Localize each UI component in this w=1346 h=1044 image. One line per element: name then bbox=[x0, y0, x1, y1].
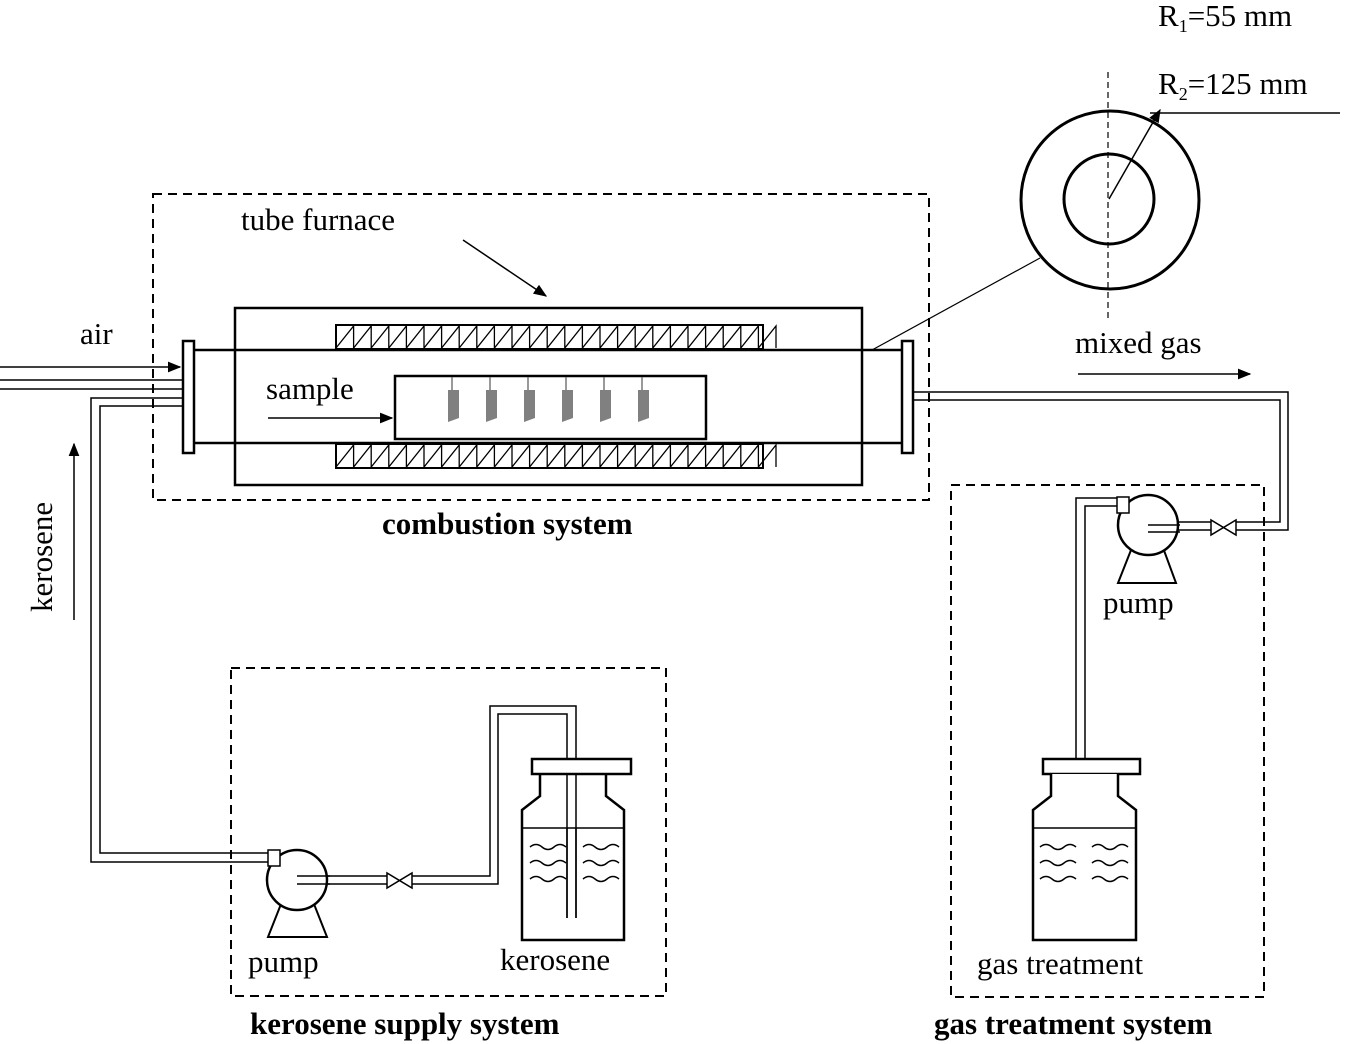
inlet-flange bbox=[181, 339, 196, 455]
outer-circle bbox=[1019, 109, 1201, 291]
sample-pieces bbox=[448, 377, 649, 422]
sample-holder bbox=[393, 374, 708, 441]
tube-furnace-label: tube furnace bbox=[241, 202, 395, 237]
kerosene-supply-system-label: kerosene supply system bbox=[250, 1006, 560, 1041]
radius2-label: R2=125 mm bbox=[1158, 66, 1308, 104]
sample-piece bbox=[524, 390, 535, 422]
air-label: air bbox=[80, 316, 113, 351]
kerosene-feed-pipe-inner bbox=[99, 405, 268, 854]
kerosene-flow-label: kerosene bbox=[24, 502, 59, 612]
combustion-system-boundary bbox=[152, 193, 930, 501]
tube-furnace-pointer-arrow bbox=[462, 239, 548, 297]
kerosene-supply-pump-icon bbox=[265, 848, 330, 938]
lower-heating-coil bbox=[335, 443, 777, 469]
combustion-system-label: combustion system bbox=[382, 506, 633, 541]
kerosene-supply-system-boundary bbox=[230, 667, 667, 997]
sample-piece bbox=[638, 390, 649, 422]
gas-treatment-system-boundary bbox=[950, 484, 1265, 998]
kerosene-supply-pipe-outer bbox=[412, 713, 568, 885]
sample-piece bbox=[448, 390, 459, 422]
gas-treatment-valve-icon bbox=[1210, 518, 1237, 537]
inner-circle bbox=[1062, 152, 1156, 246]
gas-treatment-system-label: gas treatment system bbox=[934, 1006, 1213, 1041]
gas-treatment-tank-label: gas treatment bbox=[977, 946, 1144, 981]
kerosene-supply-valve-icon bbox=[386, 871, 413, 890]
upper-heating-coil bbox=[335, 324, 777, 350]
tube-cross-section bbox=[871, 72, 1340, 351]
kerosene-tank-label: kerosene bbox=[500, 942, 610, 977]
gas-treatment-pump-icon bbox=[1116, 493, 1180, 584]
gas-treatment-pump-label: pump bbox=[1103, 585, 1174, 620]
mixed-gas-label: mixed gas bbox=[1075, 325, 1202, 360]
outlet-pipe-outer bbox=[913, 391, 1289, 531]
kerosene-feed-pipe-outer bbox=[90, 397, 272, 863]
kerosene-tank-icon bbox=[520, 757, 633, 942]
sample-piece bbox=[562, 390, 573, 422]
kerosene-supply-pump-label: pump bbox=[248, 944, 319, 979]
outlet-pipe-inner bbox=[913, 399, 1281, 523]
sample-piece bbox=[600, 390, 611, 422]
radius1-label: R1=55 mm bbox=[1158, 0, 1292, 36]
gas-treatment-bottle-icon bbox=[1031, 757, 1142, 942]
kerosene-supply-pipe-inner bbox=[412, 705, 577, 877]
sample-label: sample bbox=[266, 371, 354, 406]
outlet-flange bbox=[900, 339, 915, 455]
sample-piece bbox=[486, 390, 497, 422]
